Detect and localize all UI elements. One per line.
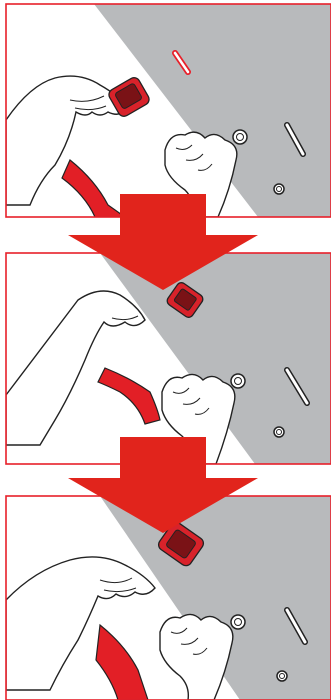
left-hand-3 (6, 556, 156, 691)
right-hand-1 (164, 131, 238, 217)
right-hand-3 (159, 613, 234, 700)
red-strap-1 (61, 159, 127, 217)
red-strap-2 (97, 367, 161, 425)
red-buckle-clip-1 (108, 77, 150, 117)
red-strap-3 (95, 623, 149, 700)
step-panel-2 (5, 252, 331, 465)
red-buckle-clip-2 (166, 282, 204, 318)
grey-panel-surface-3 (100, 496, 331, 700)
down-arrow-1 (68, 194, 258, 290)
red-buckle-clip-3 (157, 521, 205, 567)
step-panel-3 (5, 495, 331, 700)
down-arrow-2 (68, 437, 258, 533)
grey-panel-surface-2 (100, 253, 331, 464)
right-hand-2 (161, 373, 236, 464)
step-panel-1 (5, 3, 331, 218)
grey-panel-surface-1 (94, 4, 331, 217)
left-hand-2 (6, 290, 146, 446)
